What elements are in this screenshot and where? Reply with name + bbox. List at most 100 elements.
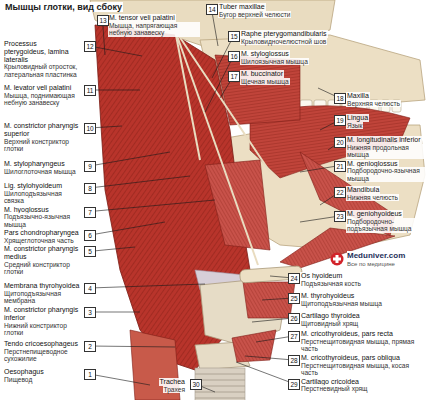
callout-number: 1 xyxy=(84,369,96,380)
tracheal-rings xyxy=(195,374,245,398)
latin-label: Lig. stylohyoideum xyxy=(3,182,63,190)
leader-line xyxy=(90,90,141,91)
watermark-subtitle: Все по медицине xyxy=(347,261,395,267)
latin-label: Cartilago thyroidea xyxy=(300,312,361,320)
callout-number: 20 xyxy=(334,137,346,148)
watermark: Meduniver.com xyxy=(347,251,405,260)
latin-label: Tuber maxillae xyxy=(218,3,266,11)
latin-label: M. longitudinalis inferior xyxy=(346,136,422,144)
callout-number: 12 xyxy=(84,41,96,52)
callout-number: 28 xyxy=(288,355,300,366)
russian-label: Щитоподъязычная мышца xyxy=(300,300,383,307)
callout-number: 6 xyxy=(84,230,96,241)
callout-number: 30 xyxy=(190,379,202,390)
cricothyroid-muscle xyxy=(232,330,276,362)
callout-number: 23 xyxy=(334,211,346,222)
russian-label: Щитоподъязычная мембрана xyxy=(3,290,81,305)
latin-label: Membrana thyrohyoidea xyxy=(3,282,81,290)
russian-label: Подъязычно-язычная мышца xyxy=(3,213,81,228)
trachea xyxy=(195,368,245,400)
leader-line xyxy=(90,374,151,385)
latin-label: M. geniohyoideus xyxy=(346,210,403,218)
label-group: M. thyrohyoideusЩитоподъязычная мышца xyxy=(300,292,428,307)
russian-label: Нижний констриктор глотки xyxy=(3,322,81,337)
leader-line xyxy=(90,346,176,347)
latin-label: Lingua xyxy=(346,114,369,122)
label-group: M. cricothyroideus, pars rectaПерстнещит… xyxy=(300,330,428,353)
label-group: M. cricothyroideus, pars obliquaПерстнещ… xyxy=(300,354,428,377)
latin-label: M. tensor veli palatini xyxy=(108,14,176,22)
callout-number: 22 xyxy=(334,187,346,198)
label-group: M. constrictor pharyngis superiorВерхний… xyxy=(3,122,81,152)
geniohyoid-muscle xyxy=(280,228,395,268)
latin-label: M. constrictor pharyngis medius xyxy=(3,245,81,261)
russian-label: Бугор верхней челюсти xyxy=(218,11,291,18)
latin-label: Os hyoideum xyxy=(300,272,343,280)
russian-label: Трахея xyxy=(163,386,186,393)
leader-line xyxy=(90,152,171,166)
latin-label: M. constrictor pharyngis superior xyxy=(3,122,81,138)
callout-number: 11 xyxy=(84,85,96,96)
callout-number: 14 xyxy=(206,4,218,15)
russian-label: Подъязычная кость xyxy=(300,280,362,287)
russian-label: Язык xyxy=(346,122,363,129)
russian-label: Подбородочно-подъязычная мышца xyxy=(346,218,430,233)
label-group: Cartilago cricoideaПерстневидный хрящ xyxy=(300,378,428,393)
latin-label: Mandibula xyxy=(346,186,380,194)
callout-number: 27 xyxy=(288,331,300,342)
russian-label: Пищевод xyxy=(3,376,33,383)
label-group: M. geniohyoideusПодбородочно-подъязычная… xyxy=(346,210,430,233)
buccinator-muscle xyxy=(215,55,300,125)
latin-label: M. thyrohyoideus xyxy=(300,292,355,300)
label-group: Os hyoideumПодъязычная кость xyxy=(300,272,428,287)
latin-label: Raphe pterygomandibularis xyxy=(240,30,328,38)
label-group: Lig. stylohyoideumШилоподъязычная связка xyxy=(3,182,81,205)
hyoid-bone xyxy=(240,266,303,283)
label-group: OesophagusПищевод xyxy=(3,368,81,383)
callout-number: 29 xyxy=(288,379,300,390)
label-group: TracheaТрахея xyxy=(146,378,186,393)
latin-label: M. levator veli palatini xyxy=(3,84,72,92)
label-group: M. constrictor pharyngis mediusСредний к… xyxy=(3,245,81,275)
latin-label: M. buccinator xyxy=(240,70,284,78)
label-group: M. levator veli palatiniМышца, поднимающ… xyxy=(3,84,81,107)
callout-number: 16 xyxy=(228,51,240,62)
russian-label: Верхняя челюсть xyxy=(346,100,401,107)
label-group: MaxillaВерхняя челюсть xyxy=(346,92,430,107)
label-group: M. stylopharyngeusШилоглоточная мышца xyxy=(3,160,81,175)
callout-number: 19 xyxy=(334,115,346,126)
russian-label: Щитовидный хрящ xyxy=(300,320,359,327)
label-group: MandibulaНижняя челюсть xyxy=(346,186,430,201)
label-group: Tuber maxillaeБугор верхней челюсти xyxy=(218,3,328,18)
russian-label: Мышца, напрягающая небную занавеску xyxy=(108,22,200,37)
leader-line xyxy=(90,46,143,56)
callout-number: 7 xyxy=(84,207,96,218)
leader-line xyxy=(236,362,294,384)
leader-line xyxy=(205,56,234,112)
latin-label: M. genioglossus xyxy=(346,160,399,168)
russian-label: Средний констриктор глотки xyxy=(3,261,81,276)
leader-line xyxy=(90,284,206,288)
callout-number: 26 xyxy=(288,313,300,324)
latin-label: Trachea xyxy=(159,378,186,386)
russian-label: Перстневидный хрящ xyxy=(300,385,369,392)
latin-label: Pars chondropharyngea xyxy=(3,229,80,237)
callout-number: 24 xyxy=(288,273,300,284)
callout-number: 3 xyxy=(84,307,96,318)
russian-label: Нижняя продольная мышца xyxy=(346,144,430,159)
latin-label: M. cricothyroideus, pars recta xyxy=(300,330,394,338)
label-group: Processus pterygoideus, lamina lateralis… xyxy=(3,40,81,78)
russian-label: Хрящеглоточная часть xyxy=(3,237,75,244)
russian-label: Перстнещитовидная мышца, косая часть xyxy=(300,362,428,377)
leader-line xyxy=(90,176,191,188)
label-group: M. tensor veli palatiniМышца, напрягающа… xyxy=(108,14,200,37)
callout-number: 13 xyxy=(97,15,109,26)
latin-label: M. cricothyroideus, pars obliqua xyxy=(300,354,401,362)
callout-number: 8 xyxy=(84,183,96,194)
leader-line xyxy=(90,222,166,235)
logo-icon xyxy=(330,252,344,266)
callout-number: 10 xyxy=(84,123,96,134)
label-group: Cartilago thyroideaЩитовидный хрящ xyxy=(300,312,428,327)
latin-label: M. constrictor pharyngis inferior xyxy=(3,306,81,322)
